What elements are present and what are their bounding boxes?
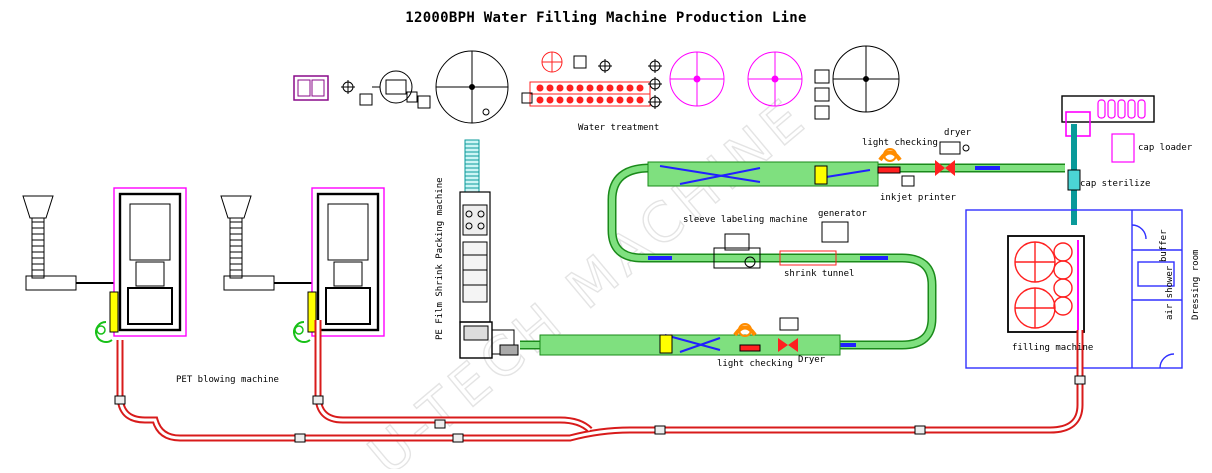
label-shrink-tunnel: shrink tunnel <box>784 269 855 279</box>
membrane-dot <box>616 96 624 104</box>
label-dryer-top: dryer <box>944 128 972 138</box>
label-sleeve-labeling: sleeve labeling machine <box>683 215 808 225</box>
membrane-dot <box>636 84 644 92</box>
clean-room <box>965 209 1183 369</box>
preform-elevator <box>229 217 243 279</box>
pump-group <box>814 69 830 120</box>
pipe-clamp <box>294 433 306 443</box>
filter-box <box>573 55 587 69</box>
cap-coil <box>1137 99 1146 119</box>
pe-film-shrink-packer <box>459 191 519 359</box>
label-generator: generator <box>818 209 867 219</box>
pipe-clamp <box>914 425 926 435</box>
membrane-dot <box>586 84 594 92</box>
cap-loader <box>1061 95 1155 163</box>
membrane-dot <box>566 96 574 104</box>
label-cap-loader: cap loader <box>1138 143 1193 153</box>
bottle-unscrambler <box>95 321 113 343</box>
control-cabinet-door <box>311 79 325 97</box>
cap-coil <box>1127 99 1136 119</box>
membrane-dot <box>596 96 604 104</box>
membrane-dot <box>606 84 614 92</box>
preform-elevator <box>31 217 45 279</box>
label-pe-film: PE Film Shrink Packing machine <box>435 177 445 340</box>
pipe-clamp <box>654 425 666 435</box>
membrane-dot <box>536 96 544 104</box>
control-cabinet-door <box>297 79 311 97</box>
watermark: U-TECH MACHINE <box>356 84 821 473</box>
label-pet-blowing: PET blowing machine <box>176 375 279 385</box>
membrane-dot <box>586 96 594 104</box>
sleeve-labeling-section-bottom <box>539 334 841 356</box>
membrane-dot <box>576 84 584 92</box>
water-treatment-area <box>293 45 900 124</box>
vertical-feed-conveyor <box>464 139 480 193</box>
label-dryer-bottom: Dryer <box>798 355 826 365</box>
sleeve-labeling-section-top <box>647 161 901 187</box>
label-dressing-room: Dressing room <box>1191 249 1201 320</box>
light-checker-bottom <box>733 323 757 337</box>
filling-machine <box>1007 235 1085 333</box>
membrane-dot <box>556 84 564 92</box>
dryer-top <box>935 141 970 176</box>
pump-symbol <box>341 80 355 94</box>
air-conveyor-pipe <box>114 320 1086 443</box>
blower-frame <box>113 187 187 337</box>
membrane-dot <box>636 96 644 104</box>
watermark-text: U-TECH MACHINE <box>356 84 819 469</box>
filter-box <box>417 95 431 109</box>
pet-blowing-machine <box>22 187 187 343</box>
membrane-dot <box>626 84 634 92</box>
pet-blowing-machines <box>22 187 385 343</box>
label-light-checking-bottom: light checking <box>717 359 793 369</box>
label-cap-sterilize: cap sterilize <box>1080 179 1151 189</box>
pet-blowing-machine <box>220 187 385 343</box>
sterilization-tank <box>669 51 725 107</box>
membrane-dot <box>576 96 584 104</box>
label-air-shower: air shower <box>1165 265 1175 320</box>
cap-coil <box>1097 99 1106 119</box>
sterilization-tank <box>747 51 803 107</box>
control-cabinet <box>293 75 329 101</box>
membrane-dot <box>546 96 554 104</box>
cap-chute <box>1067 124 1081 225</box>
pipe-clamp <box>434 419 446 429</box>
cap-coil <box>1107 99 1116 119</box>
membrane-dot <box>556 96 564 104</box>
membrane-dot <box>566 84 574 92</box>
bottle-unscrambler <box>293 321 311 343</box>
inkjet-printer-box <box>901 175 915 187</box>
label-inkjet-printer: inkjet printer <box>880 193 956 203</box>
membrane-dot <box>596 84 604 92</box>
membrane-dot <box>616 84 624 92</box>
label-light-checking-top: light checking <box>862 138 938 148</box>
pump-box <box>521 92 533 104</box>
label-filling-machine: filling machine <box>1012 343 1094 353</box>
filter-box <box>406 91 418 103</box>
blower-frame <box>311 187 385 337</box>
filter-box <box>359 93 373 106</box>
light-checker-top <box>878 148 902 162</box>
ro-skid <box>521 51 651 107</box>
pipe-clamp <box>114 395 126 405</box>
label-buffer: buffer <box>1159 229 1169 262</box>
pump-group <box>598 59 662 109</box>
pipe-clamp <box>452 433 464 443</box>
membrane-dot <box>606 96 614 104</box>
label-water-treatment: Water treatment <box>578 123 660 133</box>
shrink-tunnel-assembly <box>713 221 849 269</box>
membrane-dot <box>536 84 544 92</box>
page-title: 12000BPH Water Filling Machine Productio… <box>405 10 807 26</box>
membrane-dot <box>626 96 634 104</box>
dryer-bottom <box>778 317 799 352</box>
pipe-clamp <box>312 395 324 405</box>
pipe-clamp <box>1074 375 1086 385</box>
tank-hatch <box>385 79 407 95</box>
cap-coil <box>1117 99 1126 119</box>
membrane-dot <box>546 84 554 92</box>
